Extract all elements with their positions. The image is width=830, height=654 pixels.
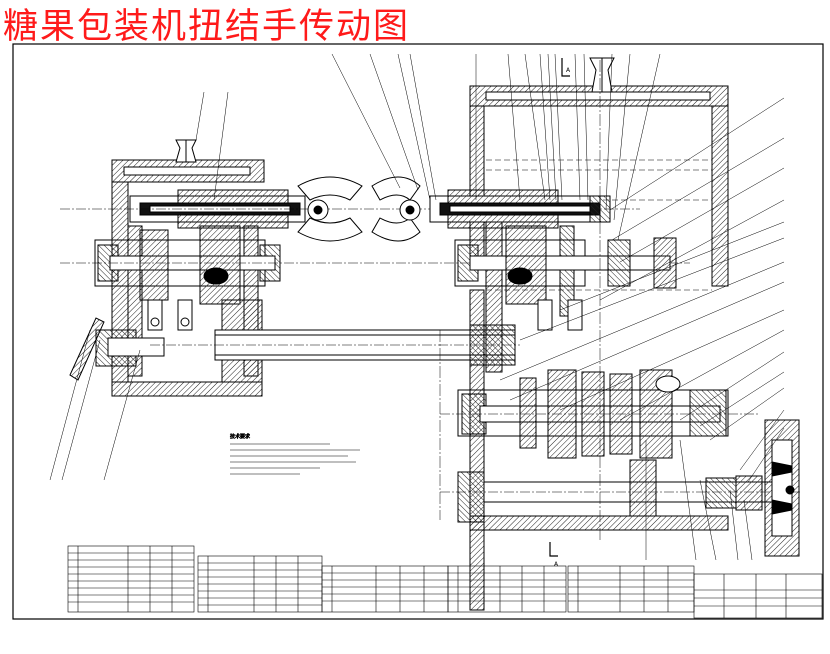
parts-list xyxy=(67,545,823,619)
v-belt-pulley xyxy=(764,419,800,557)
left-middle-shaft xyxy=(60,225,690,305)
section-mark-bottom: A xyxy=(554,561,559,568)
right-middle-shaft xyxy=(454,225,677,331)
main-shaft xyxy=(150,299,520,383)
leader-lines-top xyxy=(195,53,661,241)
twist-grippers xyxy=(297,176,421,242)
leader-lines-right xyxy=(499,97,785,483)
right-upper-shaft xyxy=(429,189,611,229)
hand-lever xyxy=(69,317,165,381)
left-rollers xyxy=(147,299,193,331)
technical-notes: 技术要求 xyxy=(230,433,360,475)
notes-heading: 技术要求 xyxy=(230,433,250,440)
section-markers xyxy=(549,58,570,557)
leader-lines-left xyxy=(49,329,753,561)
lower-shaft xyxy=(440,459,800,523)
section-mark-top: A xyxy=(566,67,571,74)
sheet-border xyxy=(12,43,824,620)
drawing-title: 糖果包装机扭结手传动图 xyxy=(3,7,411,47)
